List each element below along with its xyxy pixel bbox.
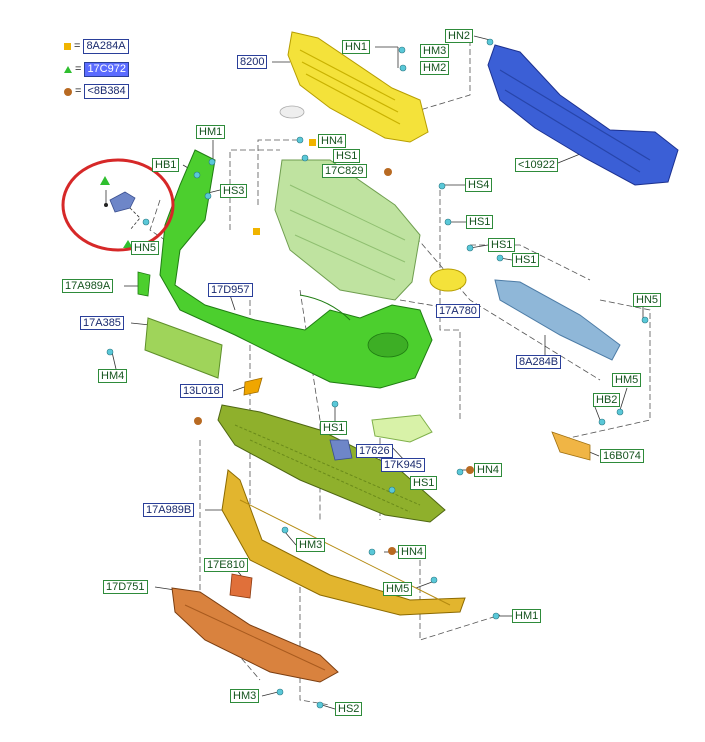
part-label[interactable]: HN2 <box>445 29 474 43</box>
part-label[interactable]: 17A989B <box>143 503 195 517</box>
legend-equals: = <box>75 85 82 97</box>
part-label[interactable]: HN5 <box>131 241 160 255</box>
triangle-marker <box>123 240 133 248</box>
legend-code: <8B384 <box>84 84 129 99</box>
clip-17626 <box>329 439 353 461</box>
part-label[interactable]: 17A385 <box>80 316 124 330</box>
square-marker <box>253 228 260 235</box>
part-label[interactable]: 17A989A <box>62 279 114 293</box>
part-label[interactable]: HS1 <box>410 476 438 490</box>
part-label[interactable]: HM1 <box>512 609 542 623</box>
part-label[interactable]: 17D957 <box>208 283 253 297</box>
part-label[interactable]: HN4 <box>398 545 427 559</box>
part-label[interactable]: HS1 <box>512 253 540 267</box>
part-label[interactable]: HM5 <box>612 373 642 387</box>
part-label[interactable]: HS3 <box>220 184 248 198</box>
part-label[interactable]: <10922 <box>515 158 559 172</box>
part-label[interactable]: 17626 <box>356 444 393 458</box>
lower-grille-17c829 <box>274 159 421 301</box>
fog-trim-17k945 <box>371 414 433 443</box>
legend-row-circle: = <8B384 <box>64 84 129 99</box>
center-bracket-8a284b <box>494 279 621 361</box>
skid-plate-17d751 <box>171 587 339 683</box>
part-label[interactable]: HM2 <box>420 61 450 75</box>
part-label[interactable]: HN4 <box>318 134 347 148</box>
legend-code-highlighted: 17C972 <box>84 62 129 77</box>
part-label[interactable]: HM1 <box>196 125 226 139</box>
circle-marker <box>194 417 202 425</box>
bumper-cover-17d957 <box>159 149 433 389</box>
part-label[interactable]: 17E810 <box>204 558 248 572</box>
circle-marker <box>466 466 474 474</box>
fasteners <box>106 38 649 709</box>
part-label[interactable]: HB1 <box>152 158 180 172</box>
part-label[interactable]: 17C829 <box>322 164 367 178</box>
plate-bracket-17a385 <box>144 317 223 379</box>
part-label[interactable]: HM5 <box>383 582 413 596</box>
reflector-13l018 <box>243 377 263 396</box>
part-label[interactable]: HN4 <box>474 463 503 477</box>
side-bracket-17a989a <box>137 271 151 297</box>
part-label[interactable]: 17K945 <box>381 458 425 472</box>
circle-marker <box>384 168 392 176</box>
square-marker-icon <box>64 43 71 50</box>
part-label[interactable]: 8A284B <box>516 355 562 369</box>
part-label[interactable]: HB2 <box>593 393 621 407</box>
triangle-marker-icon <box>64 66 72 73</box>
legend-equals: = <box>74 40 81 52</box>
part-label[interactable]: HS1 <box>333 149 361 163</box>
part-label[interactable]: 17D751 <box>103 580 148 594</box>
square-marker <box>309 139 316 146</box>
bracket-16b074 <box>551 431 591 461</box>
part-17e810 <box>229 573 253 599</box>
part-label[interactable]: HS1 <box>488 238 516 252</box>
part-label[interactable]: HM4 <box>98 369 128 383</box>
legend-row-triangle: = 17C972 <box>64 62 129 77</box>
legend-equals: = <box>75 63 82 75</box>
highlighted-bracket-17c972 <box>104 190 141 231</box>
part-label[interactable]: 13L018 <box>180 384 223 398</box>
legend-code: 8A284A <box>83 39 129 54</box>
upper-grille-8200 <box>279 31 429 143</box>
circle-marker <box>388 547 396 555</box>
part-label[interactable]: 8200 <box>237 55 268 69</box>
bumper-reinforcement-10922 <box>487 44 679 186</box>
part-label[interactable]: HS2 <box>335 702 363 716</box>
part-label[interactable]: HN5 <box>633 293 662 307</box>
fog-bezel-17a780 <box>429 268 467 292</box>
lip-spoiler-17a989b <box>221 469 466 616</box>
triangle-marker <box>100 176 110 185</box>
highlight-circle <box>61 158 175 252</box>
part-label[interactable]: HN1 <box>342 40 371 54</box>
legend-row-square: = 8A284A <box>64 39 129 54</box>
part-label[interactable]: HM3 <box>296 538 326 552</box>
part-label[interactable]: 16B074 <box>600 449 644 463</box>
part-label[interactable]: 17A780 <box>436 304 480 318</box>
part-label[interactable]: HM3 <box>230 689 260 703</box>
part-label[interactable]: HS1 <box>320 421 348 435</box>
part-label[interactable]: HS1 <box>466 215 494 229</box>
part-label[interactable]: HM3 <box>420 44 450 58</box>
circle-marker-icon <box>64 87 72 96</box>
part-label[interactable]: HS4 <box>465 178 493 192</box>
